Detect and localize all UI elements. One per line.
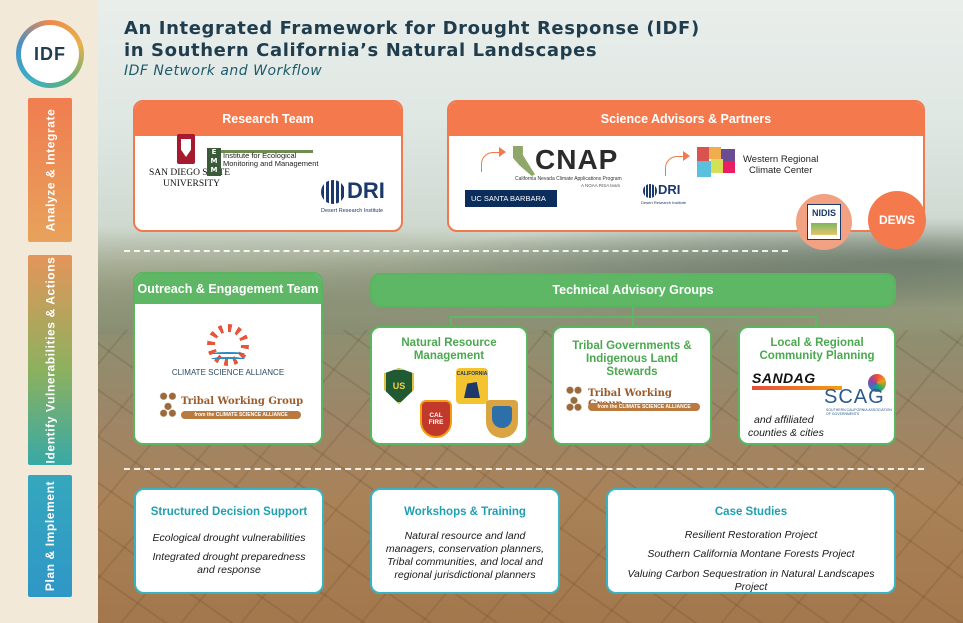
science-advisors-header: Science Advisors & Partners xyxy=(449,102,923,136)
stage-plan-implement: Plan & Implement xyxy=(28,475,72,597)
connector-line xyxy=(632,316,634,327)
sdsu-logo xyxy=(177,134,195,164)
ucsb-logo-text: UC SANTA BARBARA xyxy=(471,194,546,203)
tribal-governments-box: Tribal Governments & Indigenous Land Ste… xyxy=(552,326,712,445)
case-studies-box: Case Studies Resilient Restoration Proje… xyxy=(606,488,896,594)
iemm-stripe-icon xyxy=(221,150,313,153)
technical-advisory-groups-header: Technical Advisory Groups xyxy=(372,275,894,305)
scag-burst-icon xyxy=(868,374,886,392)
structured-decision-support-box: Structured Decision Support Ecological d… xyxy=(134,488,324,594)
idf-logo-text: IDF xyxy=(21,25,79,83)
outreach-team-box: Outreach & Engagement Team CLIMATE SCIEN… xyxy=(133,272,323,445)
local-regional-planning-box: Local & Regional Community Planning SAND… xyxy=(738,326,896,445)
wrcc-name-line-1: Western Regional xyxy=(743,154,819,165)
sandag-swoosh-icon xyxy=(752,386,842,390)
structured-decision-support-title: Structured Decision Support xyxy=(150,506,308,518)
cal-fire-shield-icon: CAL FIRE xyxy=(420,400,452,438)
dri-logo-text: DRI xyxy=(658,182,681,197)
cal-fire-text: CAL FIRE xyxy=(428,412,444,426)
wrcc-map-icon xyxy=(697,147,739,181)
nidis-graphic-icon xyxy=(811,223,837,235)
science-advisors-box: Science Advisors & Partners CNAP Califor… xyxy=(447,100,925,232)
usfs-shield-text: US xyxy=(392,381,406,391)
page-title: An Integrated Framework for Drought Resp… xyxy=(124,18,700,62)
connector-line xyxy=(815,316,817,327)
case-study-item: Southern California Montane Forests Proj… xyxy=(647,548,855,560)
affiliated-line-2: counties & cities xyxy=(748,427,824,439)
outreach-team-header: Outreach & Engagement Team xyxy=(135,274,321,304)
cnap-subtext: California Nevada Climate Applications P… xyxy=(515,176,622,182)
california-state-text: CALIFORNIA xyxy=(456,371,488,377)
dri-logo-subtext: Desert Research Institute xyxy=(641,200,687,205)
cnap-map-icon xyxy=(513,146,535,176)
ucsb-logo: UC SANTA BARBARA xyxy=(465,190,557,207)
dri-logo-text: DRI xyxy=(347,178,385,203)
climate-science-alliance-sun-icon xyxy=(207,324,249,366)
stage-label: Identify Vulnerabilities & Actions xyxy=(43,256,57,464)
sandag-logo: SANDAG xyxy=(752,370,816,386)
arrow-icon xyxy=(481,152,501,172)
affiliated-line-1: and affiliated xyxy=(754,414,814,426)
stage-identify-vulnerabilities: Identify Vulnerabilities & Actions xyxy=(28,255,72,465)
dri-logo-icon xyxy=(321,180,345,204)
stage-separator xyxy=(124,250,788,252)
sdsu-name-line-2: UNIVERSITY xyxy=(163,179,220,189)
page-subtitle: IDF Network and Workflow xyxy=(124,63,323,79)
connector-line xyxy=(450,316,452,327)
tribal-working-group-text: Tribal Working Group xyxy=(181,396,304,407)
workshops-training-title: Workshops & Training xyxy=(404,506,526,518)
structured-decision-support-item: Ecological drought vulnerabilities xyxy=(152,532,306,544)
idf-logo: IDF xyxy=(16,20,84,88)
arrow-head-icon xyxy=(683,151,690,161)
sdsu-name-line-1: SAN DIEGO STATE xyxy=(149,168,231,178)
case-studies-title: Case Studies xyxy=(714,506,788,518)
tribal-working-group-banner: from the CLIMATE SCIENCE ALLIANCE xyxy=(181,411,301,419)
cnap-logo-text: CNAP xyxy=(535,144,619,175)
dews-badge: DEWS xyxy=(868,191,926,249)
scag-subtext: SOUTHERN CALIFORNIA ASSOCIATION OF GOVER… xyxy=(826,408,892,416)
tribal-working-group-plant-icon xyxy=(564,380,584,414)
natural-resource-management-title: Natural Resource Management xyxy=(401,337,497,362)
title-line-2: in Southern California’s Natural Landsca… xyxy=(124,40,598,61)
usfs-shield-icon: US xyxy=(384,368,414,404)
tribal-governments-title: Tribal Governments & Indigenous Land Ste… xyxy=(572,340,692,378)
sdsu-shield-icon xyxy=(181,139,191,157)
structured-decision-support-item: Integrated drought preparedness and resp… xyxy=(152,551,306,576)
technical-advisory-groups-header-box: Technical Advisory Groups xyxy=(370,273,896,307)
local-regional-planning-title: Local & Regional Community Planning xyxy=(759,337,875,362)
climate-science-alliance-text: CLIMATE SCIENCE ALLIANCE xyxy=(171,368,285,377)
tribal-working-group-plant-icon xyxy=(157,386,179,420)
dri-logo-icon xyxy=(643,184,657,198)
research-team-header: Research Team xyxy=(135,102,401,136)
stage-separator xyxy=(124,468,924,470)
wrcc-name-line-2: Climate Center xyxy=(749,165,813,176)
case-study-item: Valuing Carbon Sequestration in Natural … xyxy=(627,568,875,593)
connector-line xyxy=(632,307,634,317)
scag-logo: SCAG xyxy=(824,386,885,408)
cnap-subtext-2: A NOAA RISA team xyxy=(581,183,621,188)
stage-analyze-integrate: Analyze & Integrate xyxy=(28,98,72,242)
case-study-item: Resilient Restoration Project xyxy=(684,529,818,541)
stage-label: Analyze & Integrate xyxy=(43,108,58,232)
arrow-icon xyxy=(665,156,685,176)
nidis-logo: NIDIS xyxy=(807,204,841,240)
workshops-training-box: Workshops & Training Natural resource an… xyxy=(370,488,560,594)
arrow-head-icon xyxy=(499,147,506,157)
iemm-name: Institute for Ecological Monitoring and … xyxy=(223,151,319,168)
title-line-1: An Integrated Framework for Drought Resp… xyxy=(124,18,700,39)
nidis-badge: NIDIS xyxy=(796,194,852,250)
research-team-box: Research Team SAN DIEGO STATE UNIVERSITY… xyxy=(133,100,403,232)
tribal-working-group-banner: from the CLIMATE SCIENCE ALLIANCE xyxy=(588,403,700,411)
workshops-training-item: Natural resource and land managers, cons… xyxy=(385,530,545,581)
california-bear-icon xyxy=(464,382,480,398)
stage-sidebar: IDF Analyze & Integrate Identify Vulnera… xyxy=(0,0,98,623)
dews-label: DEWS xyxy=(879,213,915,227)
nidis-logo-text: NIDIS xyxy=(811,208,836,218)
usfws-shield-icon xyxy=(486,400,518,438)
dri-logo-subtext: Desert Research Institute xyxy=(321,208,384,214)
natural-resource-management-box: Natural Resource Management US CALIFORNI… xyxy=(370,326,528,445)
stage-label: Plan & Implement xyxy=(43,480,58,592)
